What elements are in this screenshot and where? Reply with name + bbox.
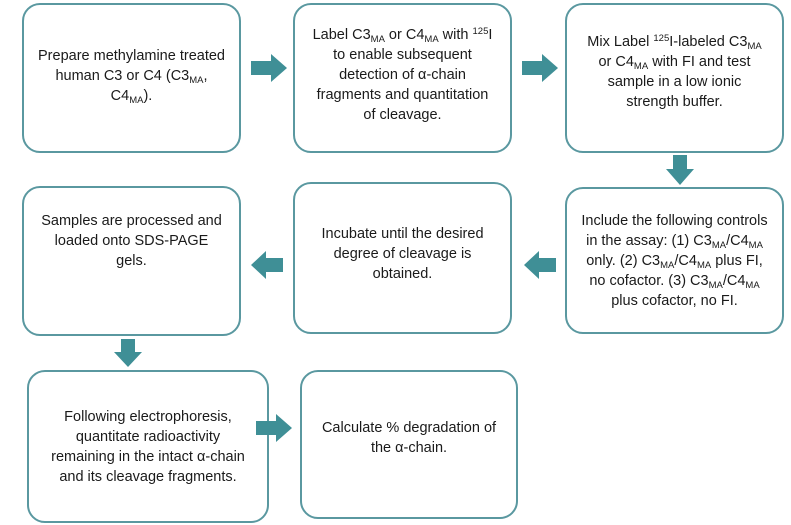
arrow-down-icon: [666, 155, 694, 185]
arrow-left-icon: [251, 251, 283, 279]
step-5-box: Incubate until the desired degree of cle…: [293, 182, 512, 334]
step-3-box: Mix Label 125I-labeled C3MA or C4MA with…: [565, 3, 784, 153]
step-8-box: Calculate % degradation of the α-chain.: [300, 370, 518, 519]
arrow-right-icon: [256, 414, 292, 442]
arrow-right-icon: [251, 54, 287, 82]
arrow-right-icon: [522, 54, 558, 82]
arrow-down-icon: [114, 339, 142, 367]
step-4-text: Include the following controls in the as…: [581, 212, 768, 309]
step-6-text: Samples are processed and loaded onto SD…: [41, 213, 222, 269]
step-1-box: Prepare methylamine treated human C3 or …: [22, 3, 241, 153]
step-5-text: Incubate until the desired degree of cle…: [321, 226, 484, 282]
step-2-box: Label C3MA or C4MA with 125I to enable s…: [293, 3, 512, 153]
step-6-box: Samples are processed and loaded onto SD…: [22, 186, 241, 336]
arrow-left-icon: [524, 251, 556, 279]
step-2-text: Label C3MA or C4MA with 125I to enable s…: [312, 26, 493, 123]
step-1-text: Prepare methylamine treated human C3 or …: [38, 48, 225, 106]
step-3-text: Mix Label 125I-labeled C3MA or C4MA with…: [587, 33, 762, 110]
step-7-text: Following electrophoresis, quantitate ra…: [51, 408, 245, 485]
step-8-text: Calculate % degradation of the α-chain.: [321, 419, 497, 456]
step-7-box: Following electrophoresis, quantitate ra…: [27, 370, 269, 523]
step-4-box: Include the following controls in the as…: [565, 187, 784, 334]
